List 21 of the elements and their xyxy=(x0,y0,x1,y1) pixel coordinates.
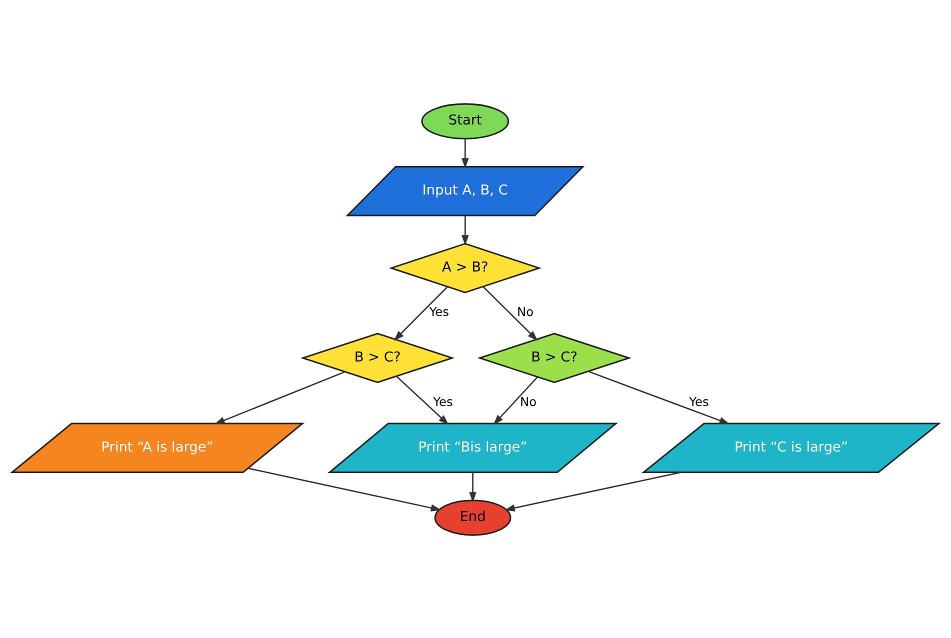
node-ellipse: End xyxy=(434,499,512,536)
node-ellipse: Start xyxy=(421,102,510,139)
arrow xyxy=(493,376,538,424)
node-diamond: A > B? xyxy=(388,242,542,293)
arrow xyxy=(462,138,469,168)
arrow xyxy=(469,472,476,502)
arrow xyxy=(462,215,469,246)
edge-label: No xyxy=(517,304,534,318)
edge-label: Yes xyxy=(433,394,453,408)
arrow xyxy=(394,286,448,340)
edge-label: No xyxy=(520,394,537,408)
node-diamond: B > C? xyxy=(477,332,632,383)
arrow xyxy=(482,286,538,340)
edge-label: Yes xyxy=(429,304,450,318)
edge-label: Yes xyxy=(689,394,709,408)
arrow xyxy=(214,370,346,424)
node-diamond: B > C? xyxy=(300,332,455,383)
arrow xyxy=(396,375,449,424)
arrow xyxy=(248,467,442,511)
arrow xyxy=(588,370,730,424)
arrow xyxy=(504,471,682,512)
